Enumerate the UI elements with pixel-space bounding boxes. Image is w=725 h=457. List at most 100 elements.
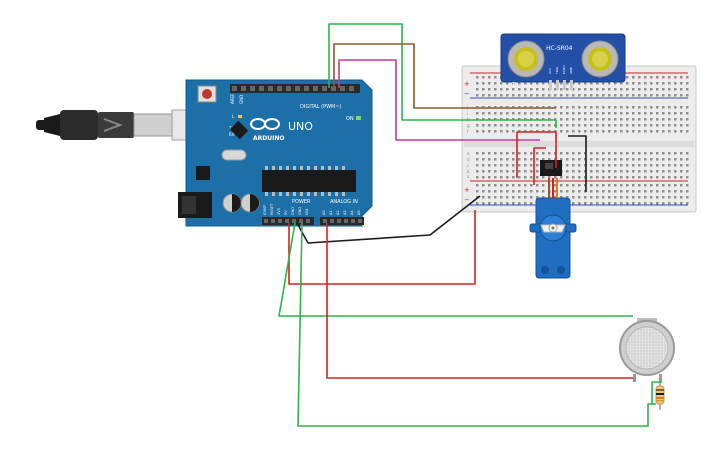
ultrasonic-vcc-label: VCC [548,68,552,74]
breadboard-hole [488,152,491,155]
breadboard-hole [632,130,635,133]
breadboard-hole [632,176,635,179]
breadboard-hole [662,158,665,161]
breadboard-hole [650,158,653,161]
breadboard-hole [668,170,671,173]
breadboard[interactable]: + − + − j i h g f e d c b a [461,65,697,213]
breadboard-hole [656,88,659,91]
breadboard-hole [578,82,581,85]
breadboard-hole [494,176,497,179]
usb-cable[interactable] [36,109,203,141]
wire-green-resistor[interactable] [651,381,662,404]
breadboard-hole [548,124,551,127]
breadboard-hole [638,196,641,199]
breadboard-hole [638,202,641,205]
breadboard-hole [686,176,689,179]
breadboard-hole [554,184,557,187]
breadboard-hole [554,190,557,193]
breadboard-hole [476,76,479,79]
wire-red-transistor-2[interactable] [533,147,546,185]
breadboard-hole [524,112,527,115]
servo-motor[interactable] [529,178,577,279]
breadboard-hole [656,118,659,121]
wire-green-gas-2[interactable] [297,222,656,427]
breadboard-hole [572,130,575,133]
transistor[interactable] [540,160,562,176]
breadboard-hole [668,158,671,161]
breadboard-hole [656,184,659,187]
breadboard-hole [572,158,575,161]
wire-brown-echo[interactable] [333,43,556,109]
breadboard-hole [482,170,485,173]
wire-green-gas-1[interactable] [278,222,633,317]
breadboard-hole [602,124,605,127]
breadboard-hole [680,118,683,121]
breadboard-hole [632,88,635,91]
breadboard-hole [530,202,533,205]
breadboard-hole [638,112,641,115]
breadboard-hole [506,158,509,161]
breadboard-hole [668,88,671,91]
breadboard-hole [494,158,497,161]
breadboard-hole [536,184,539,187]
wire-red-transistor-1[interactable] [516,131,557,178]
breadboard-hole [482,176,485,179]
ultrasonic-gnd-label: GND [569,66,573,74]
breadboard-hole [644,158,647,161]
gas-sensor[interactable] [619,318,675,382]
breadboard-hole [536,190,539,193]
breadboard-hole [596,94,599,97]
breadboard-hole [626,88,629,91]
breadboard-hole [668,202,671,205]
on-label: ON [346,116,354,122]
breadboard-hole [542,112,545,115]
hc-sr04-ultrasonic-sensor[interactable]: HC-SR04 T R VCC TRIG ECHO GND [500,33,626,90]
a4-label: A4 [350,210,354,215]
breadboard-hole [632,94,635,97]
breadboard-hole [542,94,545,97]
breadboard-hole [668,190,671,193]
breadboard-hole [656,76,659,79]
breadboard-hole [542,152,545,155]
wire-green-trig[interactable] [328,23,556,121]
breadboard-hole [632,106,635,109]
breadboard-hole [650,190,653,193]
breadboard-hole [626,94,629,97]
breadboard-hole [524,190,527,193]
breadboard-hole [536,88,539,91]
breadboard-hole [650,176,653,179]
breadboard-hole [542,124,545,127]
wire-purple-signal[interactable] [338,59,540,141]
breadboard-hole [656,202,659,205]
ultrasonic-model-label: HC-SR04 [546,45,573,52]
breadboard-hole [512,124,515,127]
breadboard-hole [578,88,581,91]
breadboard-hole [638,190,641,193]
breadboard-hole [482,94,485,97]
breadboard-hole [608,82,611,85]
breadboard-hole [536,152,539,155]
wire-black-gnd-rail[interactable] [568,135,587,192]
breadboard-hole [590,94,593,97]
breadboard-hole [572,190,575,193]
breadboard-hole [560,130,563,133]
breadboard-hole [662,152,665,155]
breadboard-hole [506,190,509,193]
breadboard-hole [608,152,611,155]
breadboard-hole [548,94,551,97]
breadboard-hole [572,184,575,187]
resistor[interactable] [655,380,665,410]
breadboard-hole [476,164,479,167]
breadboard-hole [566,112,569,115]
breadboard-hole [590,196,593,199]
arduino-uno-board[interactable]: DIGITAL (PWM~) AREF GND ARDUINO UNO ON L… [178,79,373,227]
breadboard-hole [542,190,545,193]
arduino-brand-label: ARDUINO [253,135,284,142]
breadboard-hole [518,202,521,205]
breadboard-hole [602,176,605,179]
breadboard-hole [656,164,659,167]
breadboard-hole [500,170,503,173]
breadboard-hole [542,88,545,91]
breadboard-hole [674,118,677,121]
wire-red-analog[interactable] [326,223,633,379]
